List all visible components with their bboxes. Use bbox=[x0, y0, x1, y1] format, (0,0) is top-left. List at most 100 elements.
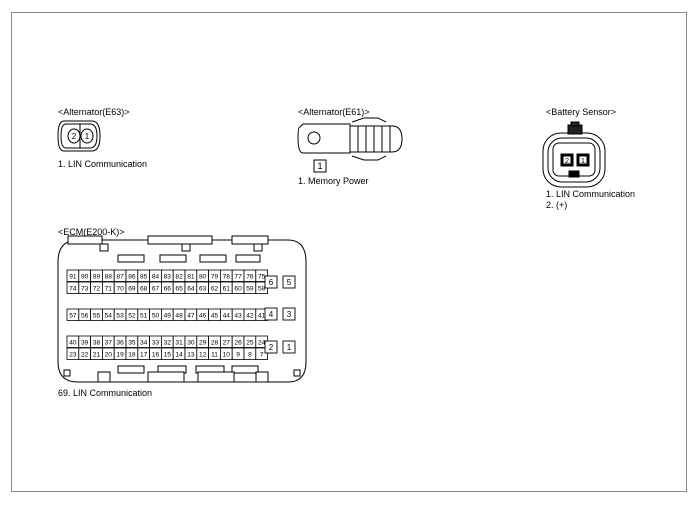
ecm-pin-number: 50 bbox=[152, 313, 160, 320]
ecm-pin-number: 78 bbox=[223, 274, 231, 281]
ecm-pin-cell bbox=[255, 347, 269, 360]
ecm-pin-number: 27 bbox=[223, 340, 231, 347]
ecm-pin-number: 42 bbox=[246, 313, 254, 320]
ecm-pin-number: 89 bbox=[93, 274, 101, 281]
ecm-pin-number: 45 bbox=[211, 313, 219, 320]
ecm-side-pin-number: 1 bbox=[287, 343, 292, 352]
ecm-pin-number: 82 bbox=[175, 274, 183, 281]
battery-sensor-pin: 1 bbox=[581, 156, 585, 165]
ecm-pin-number: 28 bbox=[211, 340, 219, 347]
alternator-e63-connector bbox=[57, 120, 101, 152]
ecm-pin-number: 41 bbox=[258, 313, 266, 320]
ecm-pin-number: 19 bbox=[116, 352, 124, 359]
alternator-e61-connector bbox=[297, 117, 403, 173]
ecm-pin-number: 23 bbox=[69, 352, 77, 359]
alternator-e63-pin-desc: 1. LIN Communication bbox=[58, 159, 148, 169]
ecm-pin-number: 57 bbox=[69, 313, 77, 320]
battery-sensor-connector bbox=[542, 121, 606, 188]
ecm-pin-desc: 69. LIN Communication bbox=[58, 388, 153, 398]
ecm-pin-number: 51 bbox=[140, 313, 148, 320]
battery-sensor-pin-desc-2: 2. (+) bbox=[546, 200, 568, 210]
ecm-pin-number: 15 bbox=[164, 352, 172, 359]
ecm-pin-number: 16 bbox=[152, 352, 160, 359]
ecm-pin-number: 60 bbox=[234, 286, 242, 293]
ecm-pin-number: 26 bbox=[234, 340, 242, 347]
ecm-pin-number: 91 bbox=[69, 274, 77, 281]
ecm-pin-number: 63 bbox=[199, 286, 207, 293]
ecm-pin-number: 69 bbox=[128, 286, 136, 293]
ecm-side-pin-cell bbox=[264, 307, 278, 321]
alternator-e61-pin: 1 bbox=[317, 161, 322, 171]
alternator-e61-pin-desc: 1. Memory Power bbox=[298, 176, 369, 186]
ecm-pin-number: 20 bbox=[105, 352, 113, 359]
ecm-pin-number: 25 bbox=[246, 340, 254, 347]
alternator-e63-pin: 2 bbox=[72, 132, 77, 141]
ecm-pin-number: 14 bbox=[175, 352, 183, 359]
ecm-pin-number: 59 bbox=[246, 286, 254, 293]
ecm-pin-number: 79 bbox=[211, 274, 219, 281]
ecm-pin-number: 65 bbox=[175, 286, 183, 293]
ecm-pin-number: 77 bbox=[234, 274, 242, 281]
ecm-pin-number: 80 bbox=[199, 274, 207, 281]
ecm-side-pin-number: 6 bbox=[269, 278, 274, 287]
ecm-pin-number: 48 bbox=[175, 313, 183, 320]
ecm-pin-number: 85 bbox=[140, 274, 148, 281]
ecm-pin-number: 62 bbox=[211, 286, 219, 293]
ecm-pin-number: 87 bbox=[116, 274, 124, 281]
ecm-pin-number: 31 bbox=[175, 340, 183, 347]
ecm-side-pin-number: 2 bbox=[269, 343, 274, 352]
ecm-title: <ECM(E200-K)> bbox=[58, 227, 125, 237]
ecm-pin-number: 7 bbox=[260, 352, 264, 359]
ecm-pin-number: 9 bbox=[236, 352, 240, 359]
ecm-pin-number: 61 bbox=[223, 286, 231, 293]
ecm-pin-number: 11 bbox=[211, 352, 218, 359]
ecm-pin-number: 66 bbox=[164, 286, 172, 293]
ecm-pin-number: 37 bbox=[105, 340, 113, 347]
ecm-side-pin-number: 3 bbox=[287, 310, 292, 319]
battery-sensor-pin-desc-1: 1. LIN Communication bbox=[546, 189, 636, 199]
ecm-pin-number: 13 bbox=[187, 352, 195, 359]
battery-sensor-title: <Battery Sensor> bbox=[546, 107, 617, 117]
ecm-pin-number: 74 bbox=[69, 286, 77, 293]
ecm-pin-number: 83 bbox=[164, 274, 172, 281]
alternator-e63-pin: 1 bbox=[85, 132, 90, 141]
ecm-pin-number: 36 bbox=[116, 340, 124, 347]
alternator-e63-title: <Alternator(E63)> bbox=[58, 107, 130, 117]
ecm-pin-number: 21 bbox=[93, 352, 101, 359]
ecm-side-pin-number: 4 bbox=[269, 310, 274, 319]
ecm-pin-number: 73 bbox=[81, 286, 89, 293]
ecm-pin-number: 58 bbox=[258, 286, 266, 293]
ecm-pin-number: 44 bbox=[223, 313, 231, 320]
ecm-pin-number: 43 bbox=[234, 313, 242, 320]
ecm-pin-number: 86 bbox=[128, 274, 136, 281]
ecm-pin-number: 53 bbox=[116, 313, 124, 320]
ecm-pin-number: 46 bbox=[199, 313, 207, 320]
ecm-side-pin-cell bbox=[282, 340, 296, 354]
ecm-pin-number: 22 bbox=[81, 352, 89, 359]
ecm-pin-number: 24 bbox=[258, 340, 266, 347]
ecm-pin-number: 75 bbox=[258, 274, 266, 281]
ecm-pin-number: 32 bbox=[164, 340, 172, 347]
ecm-pin-number: 56 bbox=[81, 313, 89, 320]
ecm-pin-number: 84 bbox=[152, 274, 160, 281]
ecm-pin-number: 72 bbox=[93, 286, 101, 293]
ecm-side-pins: 6 5 4 3 2 1 bbox=[264, 275, 296, 354]
ecm-pin-number: 12 bbox=[199, 352, 207, 359]
ecm-pin-number: 34 bbox=[140, 340, 148, 347]
ecm-side-pin-number: 5 bbox=[287, 278, 292, 287]
ecm-pin-number: 35 bbox=[128, 340, 136, 347]
battery-sensor-pin: 2 bbox=[565, 156, 569, 165]
ecm-side-pin-cell bbox=[264, 275, 278, 289]
ecm-pin-number: 18 bbox=[128, 352, 136, 359]
diagram-frame bbox=[11, 12, 687, 492]
ecm-pin-number: 17 bbox=[140, 352, 148, 359]
ecm-pin-number: 33 bbox=[152, 340, 160, 347]
ecm-pin-number: 10 bbox=[223, 352, 231, 359]
ecm-pin-number: 81 bbox=[187, 274, 195, 281]
ecm-pin-number: 64 bbox=[187, 286, 195, 293]
ecm-pin-number: 49 bbox=[164, 313, 172, 320]
ecm-pin-number: 88 bbox=[105, 274, 113, 281]
ecm-pin-number: 55 bbox=[93, 313, 101, 320]
ecm-side-pin-cell bbox=[264, 340, 278, 354]
